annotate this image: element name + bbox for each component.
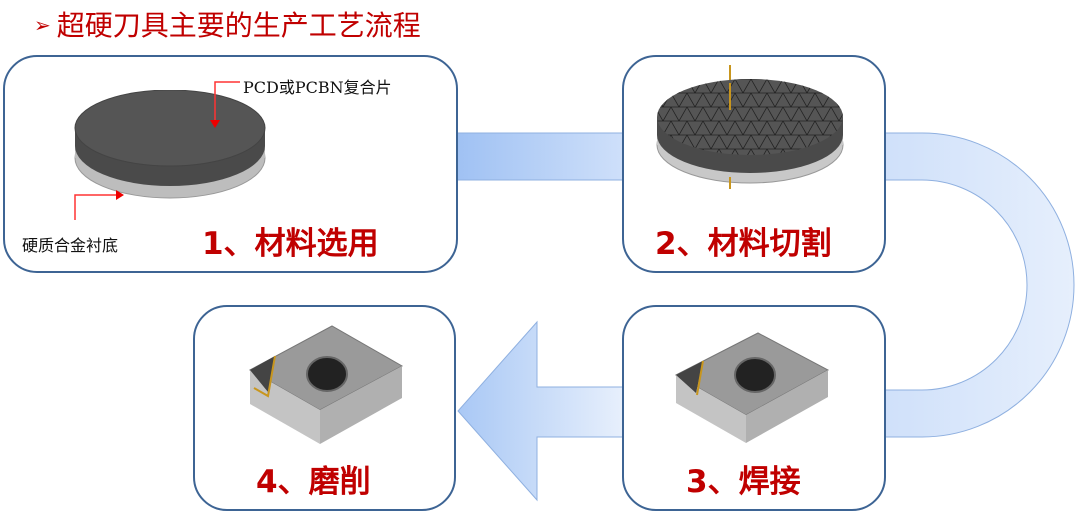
annotation-pcd-pcbn: PCD或PCBN复合片: [243, 78, 392, 97]
connector-1-2: [454, 132, 626, 181]
connector-2-3-u-turn: [879, 132, 1075, 438]
annotation-arrows: [74, 81, 240, 220]
annotation-carbide-substrate: 硬质合金衬底: [22, 236, 119, 255]
step-3-label: 3、焊接: [686, 464, 801, 500]
step-2-label: 2、材料切割: [655, 226, 832, 262]
ground-insert-image: [248, 325, 404, 444]
arrow-marker-icon: ➢: [34, 13, 51, 37]
step-4-label: 4、磨削: [256, 464, 371, 500]
composite-disc-image: [74, 90, 266, 199]
page-title: ➢超硬刀具主要的生产工艺流程: [34, 4, 421, 44]
brazed-insert-image: [674, 332, 830, 443]
cut-disc-image: [656, 65, 844, 189]
arrow-3-4: [457, 320, 626, 502]
step-1-label: 1、材料选用: [202, 226, 379, 262]
title-text: 超硬刀具主要的生产工艺流程: [56, 9, 421, 42]
